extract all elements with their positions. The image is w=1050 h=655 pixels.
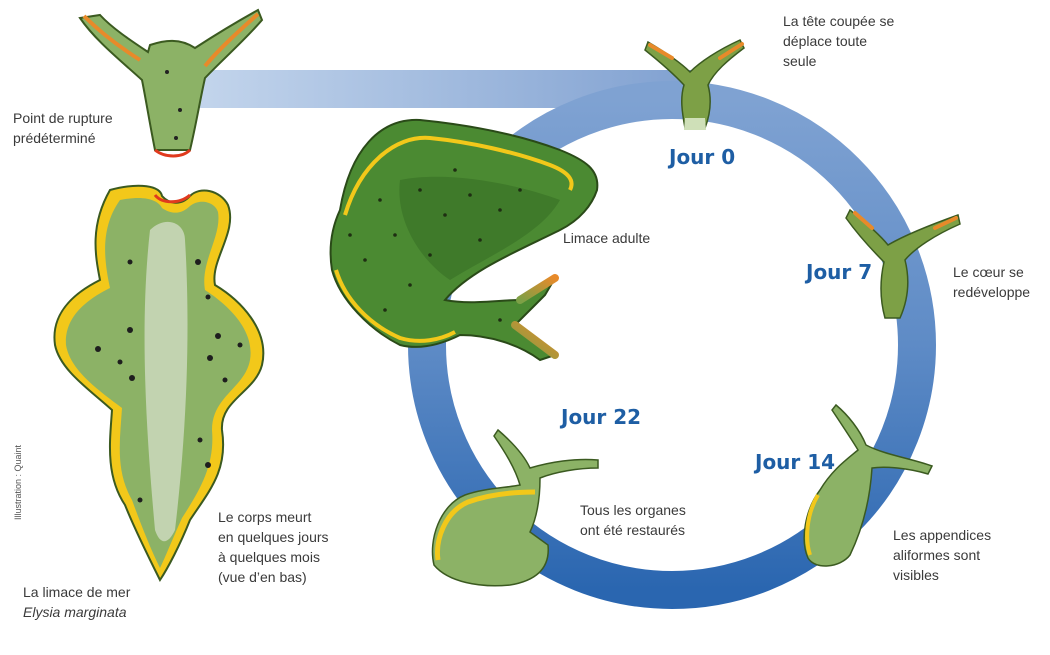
day-22-label: Jour 22 (561, 405, 642, 429)
species-name: Elysia marginata (23, 604, 127, 620)
illustration-credit: Illustration : Quaint (13, 444, 23, 520)
day-14-label: Jour 14 (755, 450, 836, 474)
organs-label: Tous les organes ont été restaurés (580, 502, 686, 538)
adult-slug-illustration (329, 118, 599, 362)
cut-head-illustration (78, 8, 264, 158)
day-0-label: Jour 0 (669, 145, 736, 169)
appendages-label: Les appendices aliformes sont visibles (893, 527, 992, 583)
adult-slug-label: Limace adulte (563, 230, 651, 246)
dying-body-illustration (53, 184, 265, 582)
slug-day22-illustration (431, 428, 599, 587)
species-label: La limace de mer Elysia marginata (23, 584, 131, 620)
head-day0-illustration (644, 39, 745, 130)
rupture-point-label: Point de rupture prédéterminé (13, 110, 113, 146)
head-day7-illustration (845, 208, 961, 319)
head-moves-label: La tête coupée se déplace toute seule (783, 13, 895, 69)
day-7-label: Jour 7 (806, 260, 873, 284)
slug-day14-illustration (803, 403, 934, 567)
heart-label: Le cœur se redéveloppe (953, 264, 1031, 300)
body-dies-label: Le corps meurt en quelques jours à quelq… (218, 509, 329, 585)
